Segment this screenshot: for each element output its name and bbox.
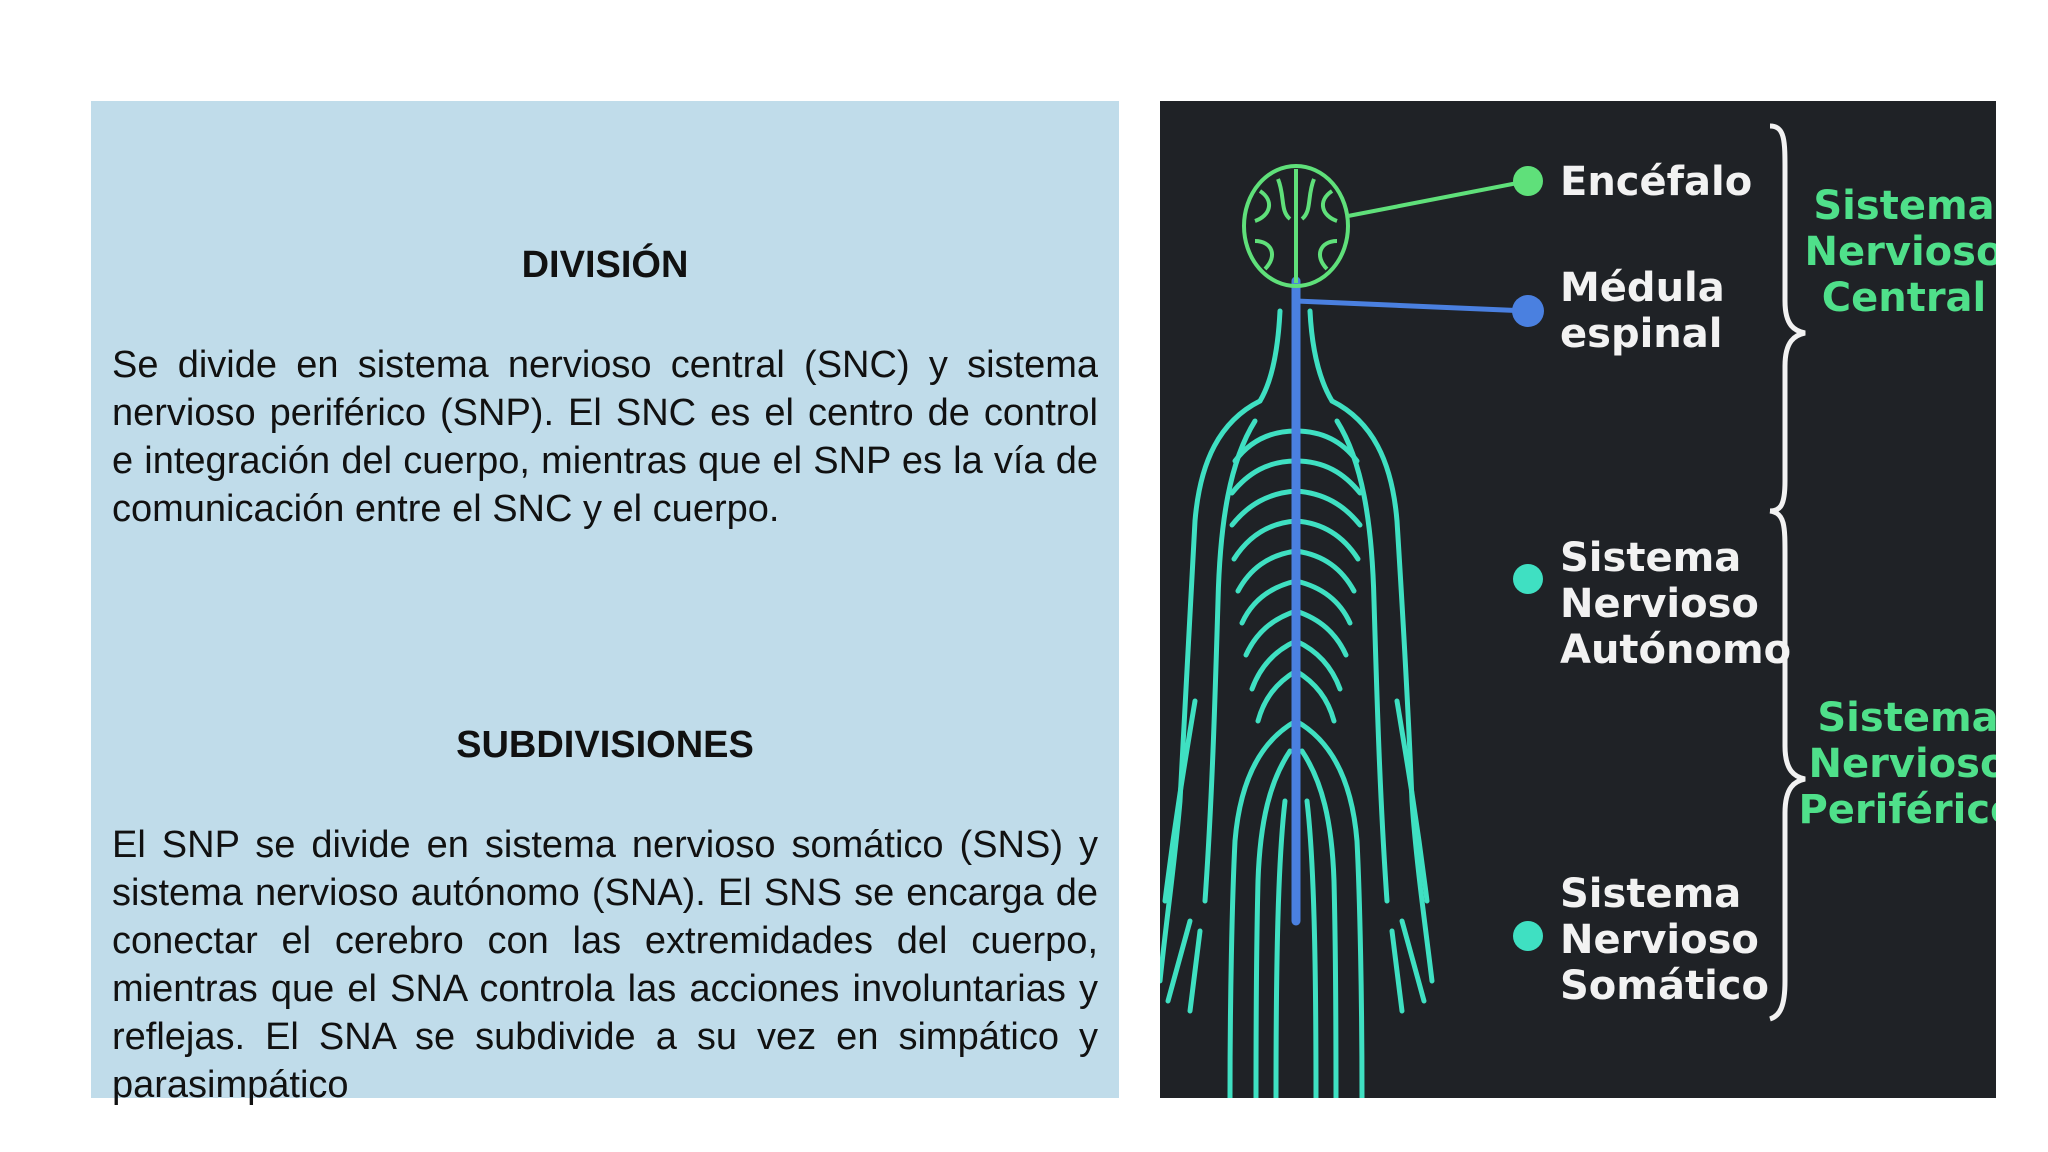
label-somatico-2: Nervioso [1560, 917, 1759, 963]
label-autonomo-2: Nervioso [1560, 581, 1759, 627]
medula-connector [1295, 298, 1529, 314]
group-central-3: Central [1822, 275, 1987, 321]
group-periferico-1: Sistema [1817, 695, 1996, 741]
peripheral-brace [1769, 508, 1806, 1022]
text-panel: DIVISIÓN Se divide en sistema nervioso c… [91, 101, 1119, 1106]
somatico-dot [1513, 921, 1543, 951]
group-periferico-3: Periférico [1798, 787, 1996, 833]
label-medula-2: espinal [1560, 311, 1722, 357]
subdivisions-paragraph: El SNP se divide en sistema nervioso som… [112, 824, 1098, 1106]
brain-icon [1242, 164, 1350, 288]
label-somatico-1: Sistema [1560, 871, 1741, 917]
label-encefalo: Encéfalo [1560, 159, 1752, 205]
subdivisions-heading: SUBDIVISIONES [456, 724, 754, 766]
label-medula-1: Médula [1560, 265, 1725, 311]
autonomo-dot [1513, 564, 1543, 594]
group-central-1: Sistema [1813, 183, 1994, 229]
encefalo-connector [1347, 179, 1529, 218]
encefalo-dot [1513, 166, 1543, 196]
diagram-svg: Encéfalo Médula espinal Sistema Nervioso… [1160, 123, 1996, 1098]
central-brace [1769, 123, 1806, 514]
group-periferico-2: Nervioso [1809, 741, 1996, 787]
label-somatico-3: Somático [1560, 963, 1769, 1009]
label-autonomo-3: Autónomo [1560, 627, 1791, 673]
division-paragraph: Se divide en sistema nervioso central (S… [112, 344, 1098, 530]
nervous-system-diagram: Encéfalo Médula espinal Sistema Nervioso… [1160, 101, 1996, 1098]
medula-dot [1512, 295, 1544, 327]
peripheral-nerves [1160, 308, 1435, 1098]
group-central-2: Nervioso [1805, 229, 1996, 275]
division-heading: DIVISIÓN [521, 244, 689, 286]
label-autonomo-1: Sistema [1560, 535, 1741, 581]
